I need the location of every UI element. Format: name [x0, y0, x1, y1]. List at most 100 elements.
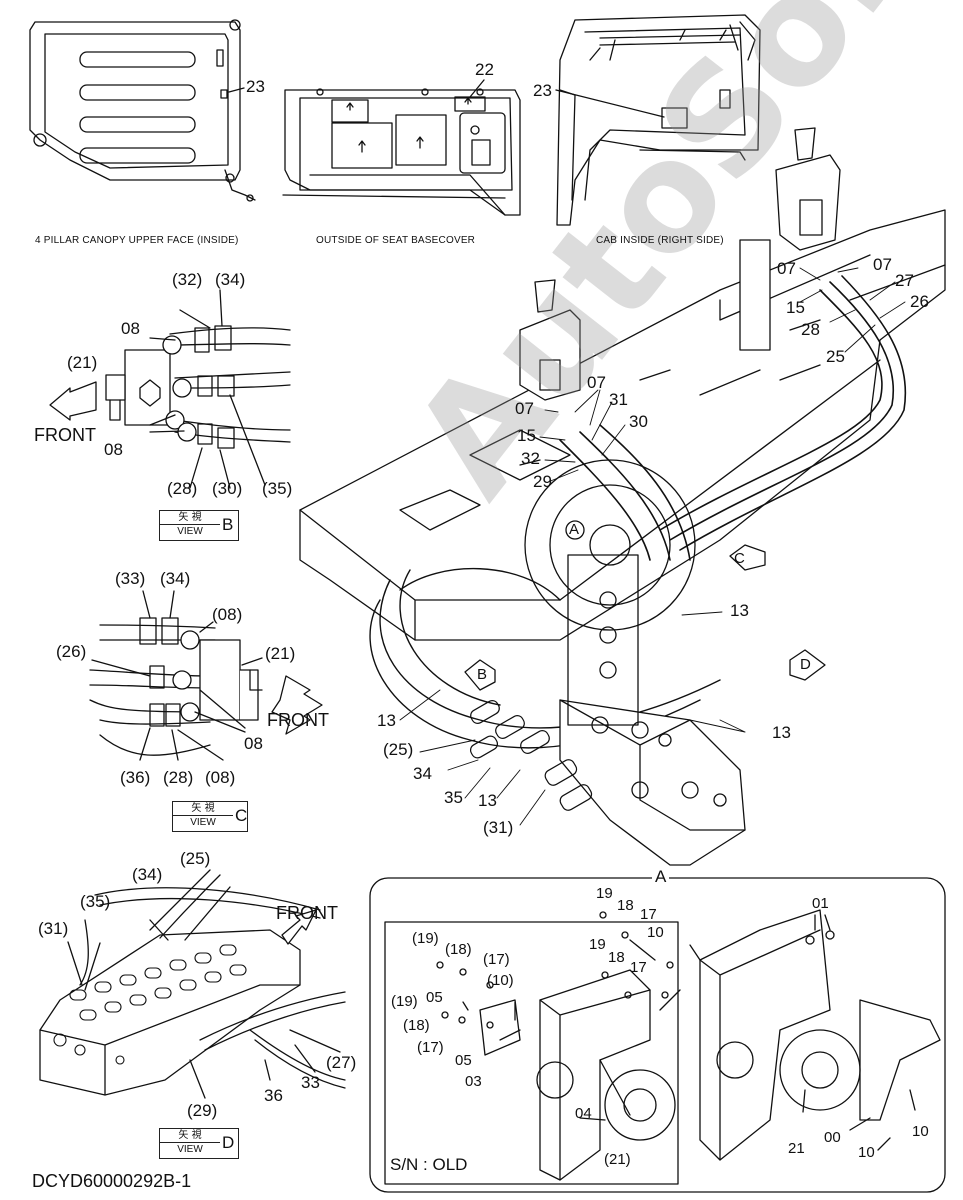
label-a-01: 01	[812, 895, 829, 912]
label-a-10c: 10	[912, 1123, 929, 1140]
label-b-28: (28)	[167, 479, 198, 498]
label-a-19c: (19)	[412, 930, 439, 947]
label-m-13a: 13	[730, 601, 749, 620]
drawing-code: DCYD60000292B-1	[32, 1171, 192, 1191]
label-a-18c: (18)	[445, 941, 472, 958]
label-a-19b: 19	[589, 936, 606, 953]
main-leader-lines	[399, 267, 906, 826]
label-b-35: (35)	[262, 479, 293, 498]
label-a-17c: (17)	[483, 951, 510, 968]
label-d-34: (34)	[132, 865, 163, 884]
view-d-view: VIEW	[177, 1144, 203, 1155]
label-m-35: 35	[444, 788, 463, 807]
label-a-17d: (17)	[417, 1039, 444, 1056]
view-b-kanji: 矢 視	[160, 511, 220, 525]
label-m-26: 26	[910, 292, 929, 311]
label-d-36: 36	[264, 1086, 283, 1105]
label-m-13c: 13	[772, 723, 791, 742]
label-m-a: A	[569, 521, 580, 538]
label-m-c: C	[734, 550, 745, 567]
caption-canopy: 4 PILLAR CANOPY UPPER FACE (INSIDE)	[35, 235, 239, 246]
label-c-08c: (08)	[205, 768, 236, 787]
label-a-18b: 18	[608, 949, 625, 966]
label-c-08a: (08)	[212, 605, 243, 624]
view-c-kanji: 矢 視	[173, 802, 233, 816]
label-d-33: 33	[301, 1073, 320, 1092]
canopy-panel-drawing	[29, 19, 256, 202]
view-b-schematic	[49, 289, 291, 489]
view-d-tag: 矢 視 VIEW D	[159, 1128, 239, 1159]
view-c-letter: C	[235, 806, 248, 825]
view-d-kanji: 矢 視	[160, 1129, 220, 1143]
view-b-letter: B	[222, 515, 234, 534]
label-b-front: FRONT	[34, 425, 96, 445]
label-c-front: FRONT	[267, 710, 329, 730]
label-22: 22	[475, 60, 494, 79]
label-a-05b: 05	[455, 1052, 472, 1069]
main-assembly-drawing	[299, 127, 946, 866]
label-m-25p: (25)	[383, 740, 414, 759]
label-a-10d: 10	[858, 1144, 875, 1161]
label-b-30: (30)	[212, 479, 243, 498]
label-m-28: 28	[801, 320, 820, 339]
label-c-33: (33)	[115, 569, 146, 588]
label-a-10a: 10	[647, 924, 664, 941]
view-c-tag: 矢 視 VIEW C	[172, 801, 248, 832]
label-c-34: (34)	[160, 569, 191, 588]
label-d-front: FRONT	[276, 903, 338, 923]
label-a-21p: (21)	[604, 1151, 631, 1168]
label-m-b: B	[477, 666, 488, 683]
label-m-31: 31	[609, 390, 628, 409]
label-m-34: 34	[413, 764, 432, 783]
label-c-26: (26)	[56, 642, 87, 661]
label-m-07d: 07	[515, 399, 534, 418]
label-m-15a: 15	[786, 298, 805, 317]
label-m-07a: 07	[777, 259, 796, 278]
label-b-08b: 08	[104, 440, 123, 459]
label-d-27: (27)	[326, 1053, 357, 1072]
label-c-21: (21)	[265, 644, 296, 663]
label-c-36: (36)	[120, 768, 151, 787]
detail-a-frame	[369, 877, 946, 1193]
label-a-04: 04	[575, 1105, 592, 1122]
caption-cab: CAB INSIDE (RIGHT SIDE)	[596, 235, 724, 246]
view-b-view: VIEW	[177, 526, 203, 537]
label-m-d: D	[800, 656, 811, 673]
label-d-25: (25)	[180, 849, 211, 868]
label-a-05a: 05	[426, 989, 443, 1006]
label-b-08a: 08	[121, 319, 140, 338]
label-m-31p: (31)	[483, 818, 514, 837]
view-d-letter: D	[222, 1133, 235, 1152]
label-a-18a: 18	[617, 897, 634, 914]
label-a-03: 03	[465, 1073, 482, 1090]
label-d-31: (31)	[38, 919, 69, 938]
label-m-13d: 13	[478, 791, 497, 810]
label-a-19d: (19)	[391, 993, 418, 1010]
label-b-32: (32)	[172, 270, 203, 289]
caption-seat: OUTSIDE OF SEAT BASECOVER	[316, 235, 476, 246]
detail-a-title: A	[652, 868, 670, 885]
label-b-34: (34)	[215, 270, 246, 289]
view-d-schematic	[39, 869, 346, 1099]
view-c-view: VIEW	[190, 817, 216, 828]
label-a-17a: 17	[640, 906, 657, 923]
label-d-35: (35)	[80, 892, 111, 911]
label-a-10b: (10)	[487, 972, 514, 989]
label-23-canopy: 23	[246, 77, 265, 96]
detail-a-sn-label: S/N : OLD	[390, 1155, 468, 1174]
label-a-17b: 17	[630, 959, 647, 976]
label-d-29: (29)	[187, 1101, 218, 1120]
cab-inside-drawing	[555, 14, 761, 226]
label-b-21: (21)	[67, 353, 98, 372]
label-a-18d: (18)	[403, 1017, 430, 1034]
label-m-32: 32	[521, 449, 540, 468]
label-m-30: 30	[629, 412, 648, 431]
label-a-19a: 19	[596, 885, 613, 902]
label-m-07c: 07	[587, 373, 606, 392]
label-m-29: 29	[533, 472, 552, 491]
label-c-28: (28)	[163, 768, 194, 787]
label-c-08b: 08	[244, 734, 263, 753]
label-m-13b: 13	[377, 711, 396, 730]
label-m-07b: 07	[873, 255, 892, 274]
